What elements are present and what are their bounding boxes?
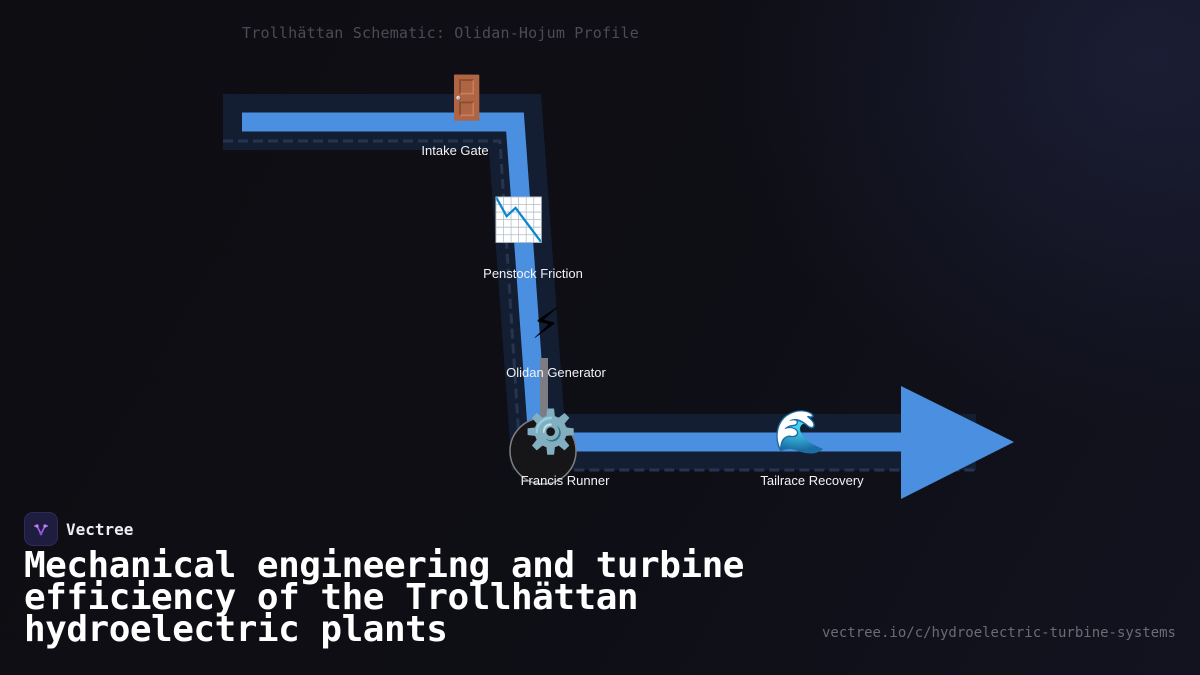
stage-label-intake-gate: Intake Gate: [421, 143, 489, 158]
vectree-logo-icon: [24, 512, 58, 546]
door-icon: 🚪: [440, 73, 494, 122]
stage-label-tailrace-recovery: Tailrace Recovery: [760, 473, 864, 488]
lightning-icon: ⚡: [531, 299, 561, 348]
channel-shadow: [223, 94, 976, 470]
outflow-arrowhead: [901, 386, 1014, 499]
water-wave-icon: 🌊: [773, 407, 827, 456]
channel-dashes: [223, 139, 976, 472]
stage-label-olidan-generator: Olidan Generator: [506, 365, 606, 380]
footer-url: vectree.io/c/hydroelectric-turbine-syste…: [821, 625, 1176, 641]
water-flow: [242, 112, 905, 452]
generator-shaft: [540, 358, 548, 434]
brand: Vectree: [24, 512, 133, 546]
chart-decreasing-icon: 📉: [492, 195, 546, 244]
diagram-title: Trollhättan Schematic: Olidan-Hojum Prof…: [242, 24, 639, 42]
gear-icon: ⚙️: [524, 407, 578, 456]
stage-label-penstock-friction: Penstock Friction: [483, 266, 583, 281]
stage-label-francis-runner: Francis Runner: [520, 473, 610, 488]
brand-name: Vectree: [66, 519, 134, 539]
page-headline: Mechanical engineering and turbine effic…: [24, 545, 744, 650]
runner-housing: [509, 417, 577, 485]
